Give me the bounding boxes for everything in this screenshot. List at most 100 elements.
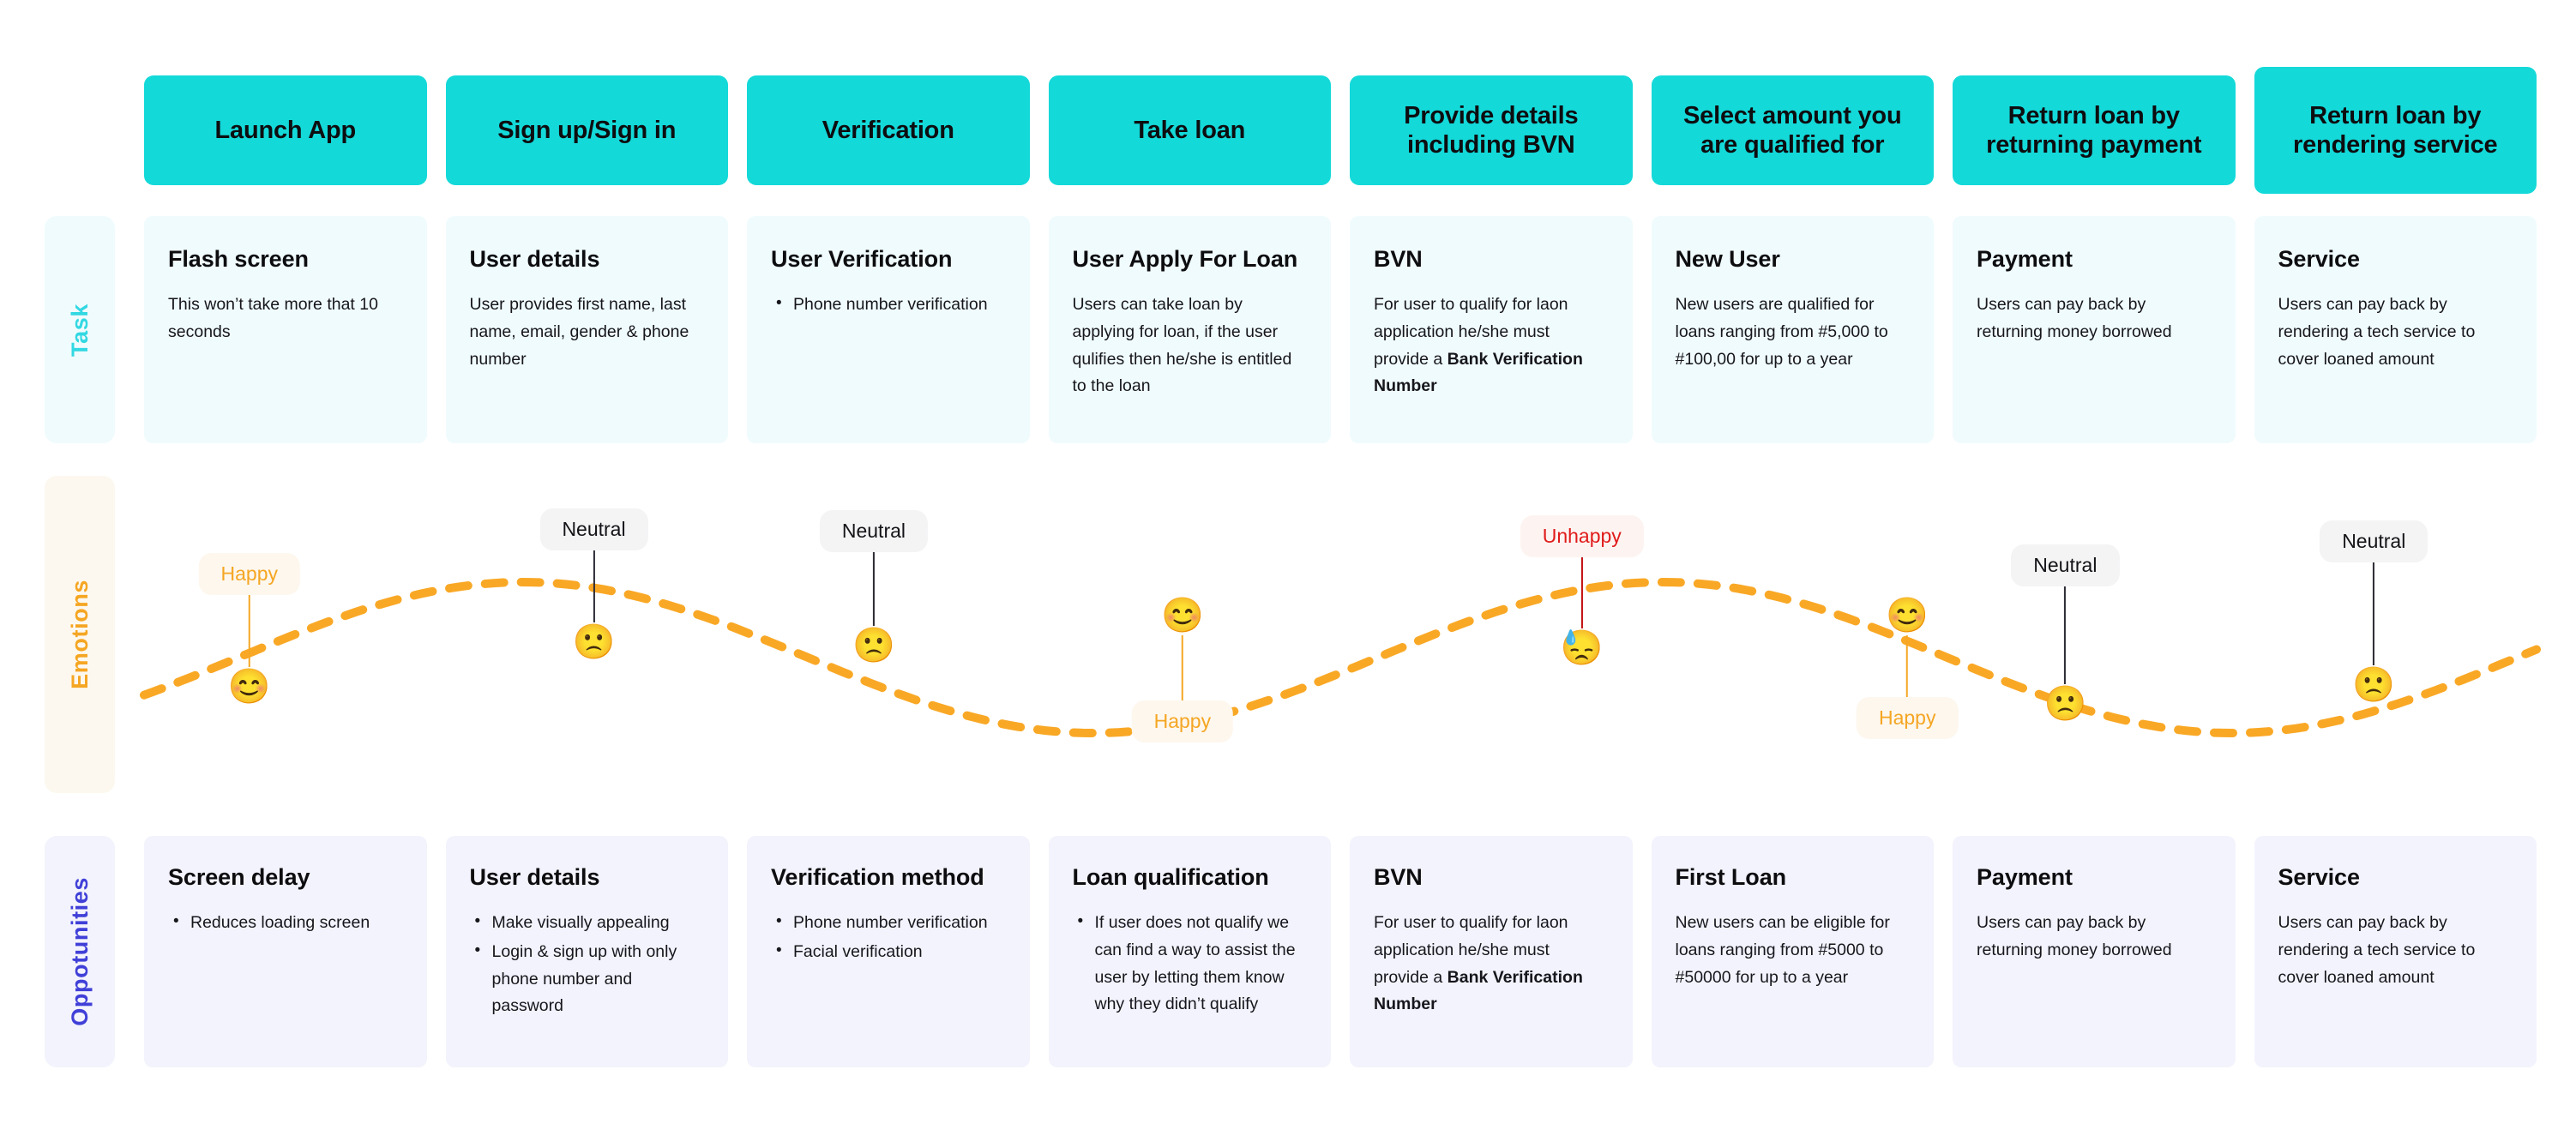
tasks-card-body: Users can pay back by returning money bo… [1977, 295, 2172, 341]
opportunities-card-3[interactable]: Verification methodPhone number verifica… [747, 836, 1030, 1067]
stage-card-7[interactable]: Return loan by returning payment [1953, 75, 2236, 185]
list-item: Phone number verification [771, 291, 1006, 319]
emotion-label-pill: Neutral [2320, 520, 2429, 562]
stage-card-label: Launch App [214, 116, 357, 144]
stage-card-8[interactable]: Return loan by rendering service [2254, 67, 2537, 194]
emotion-face-icon: 😊 [227, 668, 271, 706]
tasks-card-body-text: For user to qualify for laon application… [1374, 295, 1568, 369]
emotion-marker-2[interactable]: Neutral🙁 [539, 508, 648, 662]
stage-header-row: Launch App Sign up/Sign in Verification Tak… [144, 67, 2537, 194]
tasks-card-body: Users can pay back by rendering a tech s… [2278, 295, 2476, 369]
emotion-marker-1[interactable]: Happy 😊 [198, 553, 300, 706]
stage-card-3[interactable]: Verification [747, 75, 1030, 185]
row-label-task-text: Task [66, 303, 93, 357]
tasks-card-title: Flash screen [168, 246, 309, 272]
list-item: Facial verification [771, 938, 1006, 966]
tasks-card-title: Service [2278, 246, 2360, 272]
opportunities-card-body: For user to qualify for laon application… [1374, 910, 1609, 1018]
emotion-face-icon: 😓 [1560, 629, 1604, 667]
opportunities-card-title: Loan qualification [1072, 864, 1269, 890]
opportunities-card-bullet-list: Make visually appealingLogin & sign up w… [470, 909, 705, 1020]
list-item: Make visually appealing [470, 909, 705, 937]
tasks-card-body: This won’t take more that 10 seconds [168, 295, 378, 341]
stage-card-label: Return loan by returning payment [1986, 101, 2202, 159]
opportunities-card-bullet-list: If user does not qualify we can find a w… [1073, 909, 1308, 1018]
tasks-card-body-emphasis: Bank Verification Number [1374, 349, 1583, 396]
emotion-face-icon: 🙁 [2352, 666, 2396, 704]
tasks-card-body: User provides first name, last name, ema… [469, 295, 689, 369]
row-label-opportunities-text: Oppotunities [66, 877, 93, 1026]
stage-card-4[interactable]: Take loan [1048, 75, 1331, 185]
opportunities-card-body: Users can pay back by returning money bo… [1977, 913, 2172, 959]
opportunities-card-bullet-list: Phone number verificationFacial verifica… [771, 909, 1006, 966]
stage-card-1[interactable]: Launch App [144, 75, 427, 185]
opportunities-card-body: New users can be eligible for loans rang… [1675, 913, 1890, 987]
emotion-marker-3[interactable]: Neutral 🙁 [819, 510, 929, 665]
stage-card-label: Verification [822, 116, 954, 144]
emotion-connector-line [2373, 562, 2375, 665]
tasks-card-body: For user to qualify for laon application… [1374, 292, 1609, 400]
emotion-connector-line [593, 550, 595, 622]
tasks-card-title: New User [1675, 246, 1780, 272]
opportunities-card-title: Verification method [771, 864, 984, 890]
stage-card-label: Select amount you are qualified for [1683, 101, 1902, 159]
emotion-marker-8[interactable]: Neutral 🙁 [2320, 520, 2429, 705]
tasks-card-3[interactable]: User VerificationPhone number verificati… [747, 216, 1030, 443]
stage-card-6[interactable]: Select amount you are qualified for [1651, 75, 1934, 185]
emotion-marker-4[interactable]: Happy 😊 [1131, 596, 1234, 742]
emotion-marker-7[interactable]: Neutral🙁 [2011, 544, 2120, 724]
emotion-label-pill: Happy [198, 553, 300, 595]
emotion-face-icon: 🙁 [852, 627, 895, 664]
stage-card-label: Sign up/Sign in [497, 116, 677, 144]
row-label-opportunities: Oppotunities [45, 836, 115, 1067]
tasks-card-title: User Verification [771, 246, 953, 272]
tasks-card-5[interactable]: BVN For user to qualify for laon applicat… [1350, 216, 1633, 443]
emotion-marker-6[interactable]: Happy 😊 [1856, 596, 1959, 739]
stage-card-2[interactable]: Sign up/Sign in [445, 75, 728, 185]
opportunities-card-title: BVN [1374, 864, 1423, 890]
list-item: Login & sign up with only phone number a… [470, 938, 705, 1020]
tasks-card-body: New users are qualified for loans rangin… [1675, 295, 1888, 369]
opportunities-card-1[interactable]: Screen delayReduces loading screen [144, 836, 427, 1067]
list-item: Reduces loading screen [168, 909, 403, 937]
tasks-card-title: BVN [1374, 246, 1423, 272]
emotion-label-pill: Unhappy [1520, 515, 1644, 557]
emotion-curve-line [140, 577, 2541, 738]
stage-card-label: Take loan [1134, 116, 1246, 144]
emotion-connector-line [1906, 635, 1909, 697]
opportunities-card-2[interactable]: User detailsMake visually appealingLogin… [445, 836, 728, 1067]
emotion-label-pill: Happy [1856, 697, 1959, 739]
emotion-face-icon: 😊 [1886, 597, 1929, 634]
row-label-emotions: Emotions [45, 476, 115, 793]
stage-card-label: Provide details including BVN [1404, 101, 1579, 159]
emotion-face-icon: 😊 [1160, 597, 1204, 634]
stage-card-5[interactable]: Provide details including BVN [1350, 75, 1633, 185]
opportunities-card-body-text: For user to qualify for laon application… [1374, 913, 1568, 987]
tasks-card-bullet-list: Phone number verification [771, 291, 1006, 319]
emotion-label-pill: Neutral [819, 510, 929, 552]
tasks-card-title: User details [469, 246, 600, 272]
list-item: If user does not qualify we can find a w… [1073, 909, 1308, 1018]
opportunities-card-5[interactable]: BVN For user to qualify for laon applicat… [1350, 836, 1633, 1067]
opportunities-card-body: Users can pay back by rendering a tech s… [2278, 913, 2476, 987]
opportunities-card-4[interactable]: Loan qualification If user does not quali… [1048, 836, 1331, 1067]
emotion-marker-5[interactable]: Unhappy 😓 [1520, 515, 1644, 668]
emotion-connector-line [1181, 635, 1183, 700]
opportunities-card-title: User details [469, 864, 600, 890]
tasks-card-title: User Apply For Loan [1072, 246, 1298, 272]
emotion-label-pill: Neutral [539, 508, 648, 550]
emotion-label-pill: Happy [1131, 700, 1234, 742]
opportunities-card-body-emphasis: Bank Verification Number [1374, 967, 1583, 1014]
